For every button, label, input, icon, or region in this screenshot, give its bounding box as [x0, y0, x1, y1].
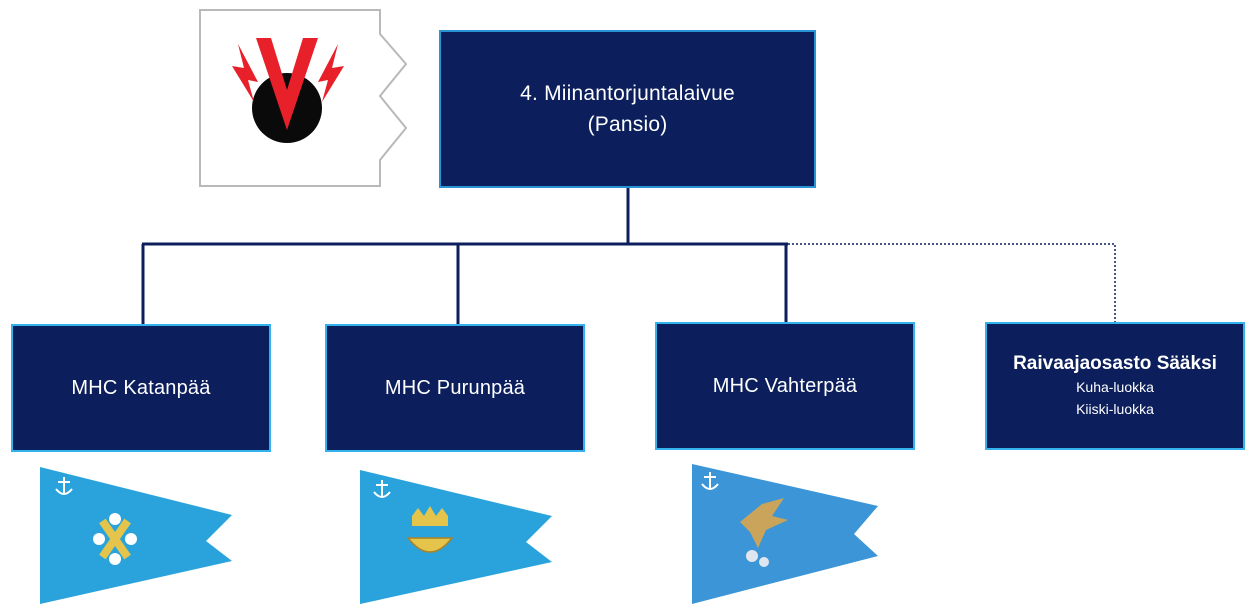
pennant-katanpaa	[40, 467, 236, 604]
child-label: MHC Purunpää	[384, 376, 526, 399]
root-subtitle: (Pansio)	[587, 113, 668, 136]
root-title: 4. Miinantorjuntalaivue	[520, 82, 735, 105]
dotted-connector	[788, 243, 1116, 323]
pennant-graphic	[360, 470, 552, 604]
crowned-boat-emblem-icon	[406, 506, 454, 553]
child-node-katanpaa: MHC Katanpää	[11, 324, 271, 452]
anchor-icon	[55, 477, 73, 495]
child-label: MHC Katanpää	[71, 376, 211, 399]
child-label: MHC Vahterpää	[712, 374, 858, 397]
right-lightning-icon	[318, 44, 344, 102]
unit-flag	[198, 8, 414, 188]
squadron-title: Raivaajaosasto Sääksi	[1013, 353, 1217, 374]
red-v-icon	[256, 38, 318, 130]
pennant-graphic	[40, 467, 232, 604]
squadron-class: Kuha-luokka	[1076, 379, 1154, 395]
crossed-keys-emblem-icon	[93, 513, 137, 565]
anchor-icon	[373, 480, 391, 498]
pennant-graphic	[692, 464, 878, 604]
pennant-purunpaa	[360, 470, 556, 604]
pennant-vahterpaa	[692, 464, 892, 604]
child-node-purunpaa: MHC Purunpää	[325, 324, 585, 452]
root-node: 4. Miinantorjuntalaivue (Pansio)	[439, 30, 816, 188]
anchor-icon	[701, 472, 719, 490]
unit-flag-graphic	[199, 9, 408, 187]
child-node-vahterpaa: MHC Vahterpää	[655, 322, 915, 450]
squadron-node: Raivaajaosasto Sääksi Kuha-luokka Kiiski…	[985, 322, 1245, 450]
eagle-emblem-icon	[740, 498, 788, 567]
left-lightning-icon	[232, 44, 258, 102]
squadron-class: Kiiski-luokka	[1076, 401, 1154, 417]
